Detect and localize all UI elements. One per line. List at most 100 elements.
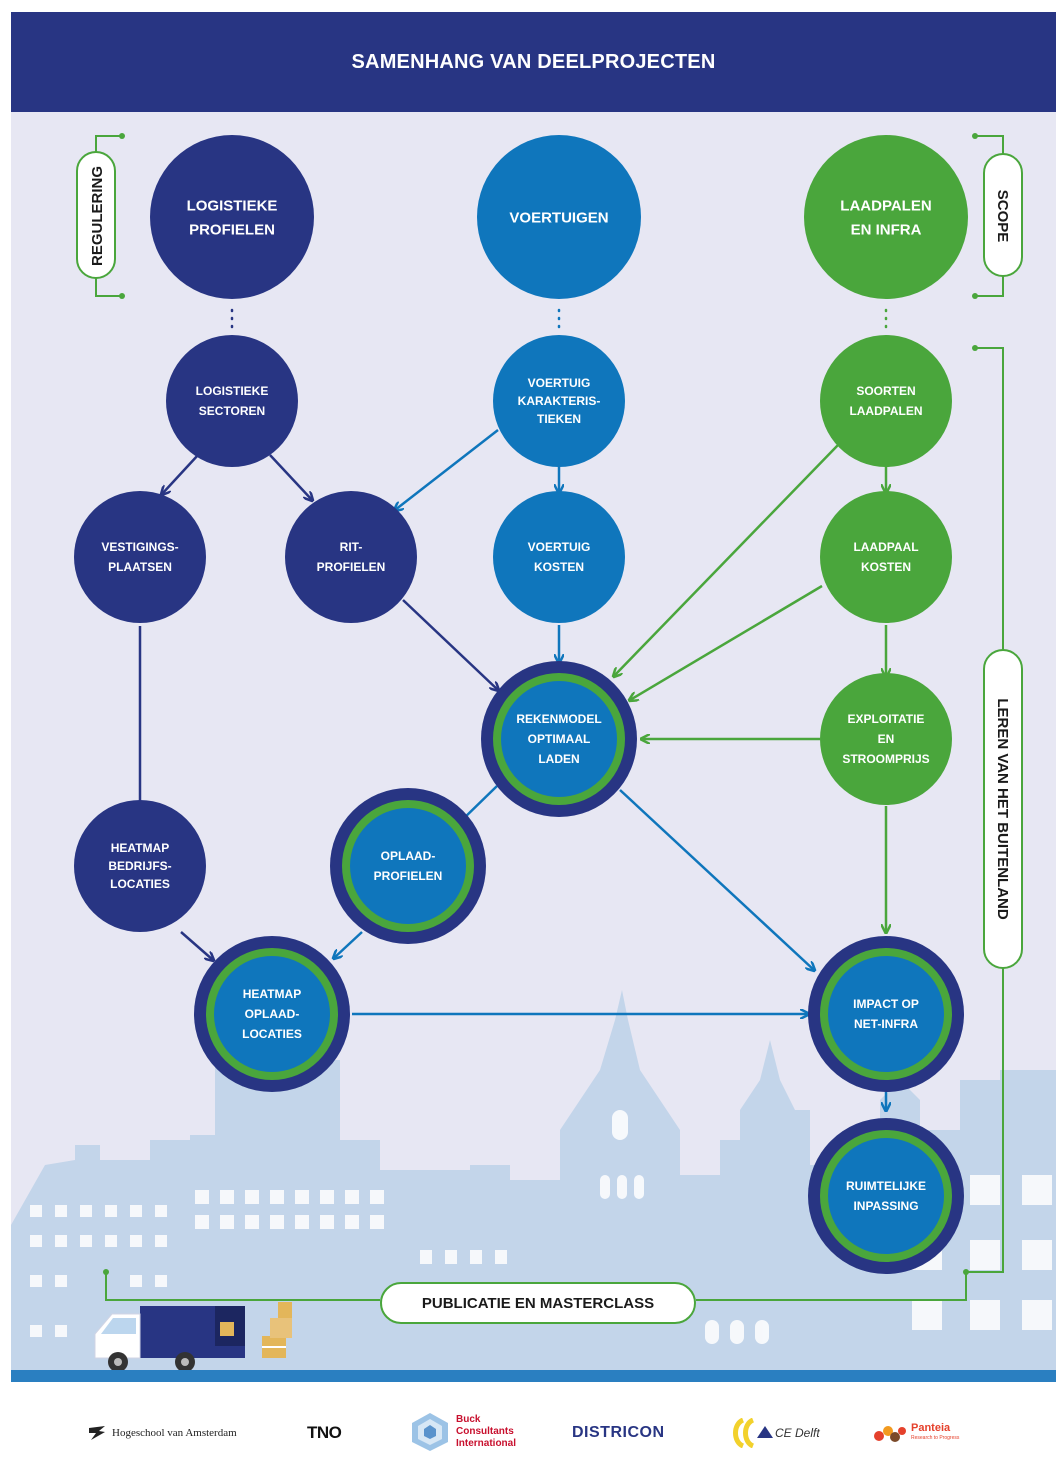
cedelft-emblem-icon: [733, 1418, 773, 1448]
bracket-dot: [972, 293, 978, 299]
node-label-line: RUIMTELIJKE: [846, 1179, 926, 1193]
panteia-logo-text: Panteia: [911, 1422, 951, 1434]
node-ritprofielen: RIT- PROFIELEN: [285, 491, 417, 623]
node-circle: [74, 491, 206, 623]
publication-connector-left: [105, 1272, 380, 1301]
node-logistieke-profielen: LOGISTIEKE PROFIELEN: [150, 135, 314, 299]
scope-bracket: [975, 135, 1004, 297]
node-label-line: BEDRIJFS-: [108, 859, 171, 873]
node-label-line: KOSTEN: [861, 560, 911, 574]
node-label-line: RIT-: [340, 540, 363, 554]
arrow-lkosten-rekenmodel: [630, 584, 823, 700]
scope-label-box: [983, 153, 1023, 277]
buck-line-2: Consultants: [456, 1426, 514, 1437]
node-core: [214, 956, 330, 1072]
arrow-rekenmodel-impact: [619, 789, 814, 970]
node-circle: [820, 491, 952, 623]
hva-logo-text: Hogeschool van Amsterdam: [112, 1427, 237, 1439]
skyline-windows: [30, 1110, 1052, 1344]
node-label-line: REKENMODEL: [516, 712, 601, 726]
panteia-logo: Panteia Research to Progress: [873, 1418, 959, 1448]
arrow-rit-rekenmodel: [402, 599, 498, 690]
node-ruimtelijke-inpassing: RUIMTELIJKE INPASSING: [808, 1118, 964, 1274]
bracket-dot: [103, 1269, 109, 1275]
page-title: SAMENHANG VAN DEELPROJECTEN: [351, 50, 716, 73]
node-core: [350, 808, 466, 924]
node-label-line: NET-INFRA: [854, 1017, 918, 1031]
node-vestigingsplaatsen: VESTIGINGS-PLAATSEN: [74, 491, 206, 623]
logo-strip: Hogeschool van Amsterdam TNO Buck Consul…: [11, 1400, 1056, 1460]
cedelft-logo-text: CE Delft: [775, 1426, 820, 1440]
node-circle: [493, 491, 625, 623]
node-label-line: PROFIELEN: [317, 560, 386, 574]
panteia-text-group: Panteia Research to Progress: [911, 1423, 959, 1443]
buck-logo-text: Buck Consultants International: [456, 1414, 516, 1450]
bracket-dot: [963, 1269, 969, 1275]
node-label-line: KARAKTERIS-: [518, 394, 601, 408]
node-core: [828, 1138, 944, 1254]
node-label-line: PROFIELEN: [189, 221, 275, 238]
node-label-line: LAADPAAL: [853, 540, 918, 554]
node-label-line: EXPLOITATIE: [848, 712, 925, 726]
node-label-line: STROOMPRIJS: [842, 752, 929, 766]
bracket-dot: [119, 133, 125, 139]
node-label-line: KOSTEN: [534, 560, 584, 574]
node-circle: [804, 135, 968, 299]
nodes-layer: LOGISTIEKEPROFIELENVOERTUIGENLAADPALENEN…: [74, 135, 968, 1274]
node-label-line: SECTOREN: [199, 404, 265, 418]
node-label-line: TIEKEN: [537, 412, 581, 426]
panteia-logo-subtext: Research to Progress: [911, 1435, 960, 1441]
regulering-label: REGULERING: [89, 166, 106, 266]
arrow-oplaad-oplaadloc: [334, 931, 363, 958]
node-label-line: LOGISTIEKE: [196, 384, 269, 398]
node-core: [828, 956, 944, 1072]
node-label-line: LOGISTIEKE: [187, 197, 278, 214]
leren-label: LEREN VAN HET BUITENLAND: [994, 698, 1011, 920]
node-circle: [820, 673, 952, 805]
arrow-sectoren-rit: [269, 454, 312, 500]
node-label-line: VOERTUIG: [528, 540, 591, 554]
node-voertuigen: VOERTUIGEN: [477, 135, 641, 299]
node-label-line: LAADPALEN: [840, 197, 931, 214]
buck-line-1: Buck: [456, 1414, 481, 1425]
node-circle: [166, 335, 298, 467]
bracket-dot: [119, 293, 125, 299]
node-oplaadprofielen: OPLAAD-PROFIELEN: [330, 788, 486, 944]
leren-label-box: [983, 649, 1023, 969]
node-logistieke-sectoren: LOGISTIEKE SECTOREN: [166, 335, 298, 467]
districon-logo-text: DISTRICON: [572, 1424, 665, 1441]
node-label-line: OPTIMAAL: [528, 732, 591, 746]
truck-illustration: [94, 1302, 292, 1372]
node-label-line: INPASSING: [853, 1199, 918, 1213]
node-exploitatie: EXPLOITATIE EN STROOMPRIJS: [820, 673, 952, 805]
node-label-line: PROFIELEN: [374, 869, 443, 883]
publication-connector-right: [696, 1271, 975, 1301]
node-laadpaal-kosten: LAADPAAL KOSTEN: [820, 491, 952, 623]
node-label-line: VOERTUIGEN: [509, 209, 608, 226]
publication-box: PUBLICATIE EN MASTERCLASS: [380, 1282, 696, 1324]
node-circle: [477, 135, 641, 299]
node-label-line: LAADPALEN: [849, 404, 922, 418]
scope-label: SCOPE: [994, 190, 1011, 243]
buck-emblem-icon: [412, 1413, 448, 1451]
arrow-kar-rit: [395, 429, 499, 510]
node-label-line: EN INFRA: [851, 221, 922, 238]
regulering-label-box: [76, 151, 116, 279]
header-banner: SAMENHANG VAN DEELPROJECTEN: [11, 12, 1056, 112]
node-circle: [285, 491, 417, 623]
arrow-bedrijfs-oplaadloc: [180, 931, 213, 960]
districon-logo: DISTRICON: [572, 1418, 665, 1448]
bracket-dot: [972, 133, 978, 139]
node-circle: [493, 335, 625, 467]
node-circle: [150, 135, 314, 299]
node-laadpalen-infra: LAADPALEN EN INFRA: [804, 135, 968, 299]
node-core: [501, 681, 617, 797]
node-circle: [74, 800, 206, 932]
node-label-line: EN: [878, 732, 895, 746]
hva-emblem-icon: [89, 1426, 105, 1440]
buck-logo: Buck Consultants International: [409, 1408, 516, 1456]
